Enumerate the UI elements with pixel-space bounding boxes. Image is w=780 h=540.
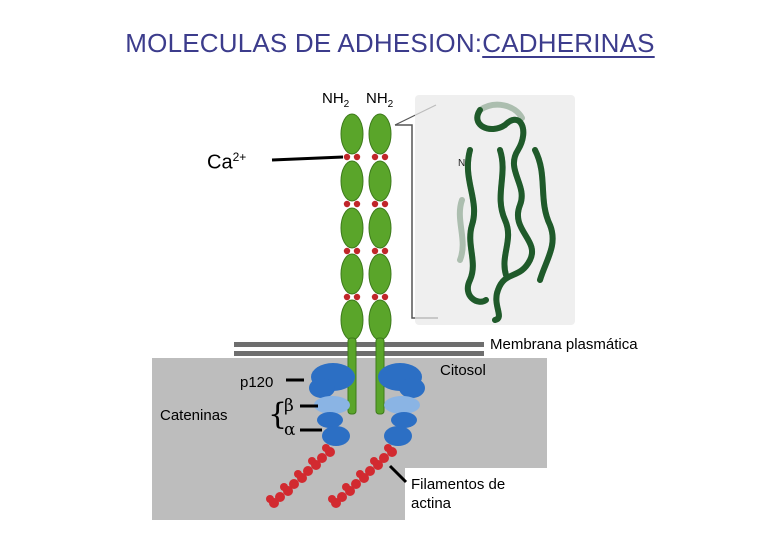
actin-filament-right	[328, 444, 397, 508]
page-title: MOLECULAS DE ADHESION:CADHERINAS	[0, 28, 780, 59]
calcium-pointer	[271, 155, 344, 162]
actin-label: Filamentos de actina	[411, 475, 505, 513]
catenin-label-panel	[152, 392, 264, 432]
membrane-label: Membrana plasmática	[490, 336, 638, 353]
cytosol-label: Citosol	[440, 362, 486, 379]
actin-pointer	[388, 464, 408, 484]
beta-label: β	[284, 396, 294, 416]
actin-filament-left	[266, 444, 335, 508]
catenins-left	[309, 363, 355, 446]
plasma-membrane	[234, 342, 484, 347]
n-terminus-label: N	[458, 158, 466, 169]
actin-label-line1: Filamentos de	[411, 476, 506, 493]
catenins-brace: {	[268, 397, 288, 432]
nh2-left-label: NH2	[322, 90, 350, 110]
nh2-right-label: NH2	[366, 90, 394, 110]
actin-label-panel	[405, 468, 547, 520]
cadherin-left	[340, 113, 364, 415]
cadherin-right	[368, 113, 392, 415]
alpha-label: α	[284, 420, 296, 440]
catenins-label: Cateninas	[160, 407, 228, 424]
calcium-ions	[343, 153, 389, 301]
p120-label: p120	[240, 374, 274, 391]
catenins-right	[378, 363, 425, 446]
actin-label-line2: actina	[411, 495, 452, 512]
title-prefix: MOLECULAS DE ADHESION:	[125, 28, 483, 58]
title-underlined: CADHERINAS	[482, 28, 655, 58]
calcium-label: Ca2+	[207, 150, 247, 174]
